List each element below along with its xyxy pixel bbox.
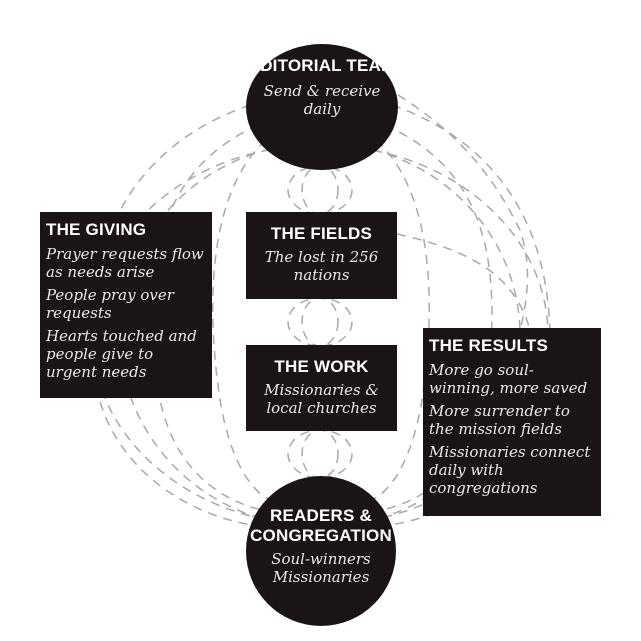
connector-center-loop-4 bbox=[301, 297, 339, 347]
readers-subtitle: Soul-winners Missionaries bbox=[271, 550, 371, 586]
readers-title: READERS & CONGREGATION bbox=[250, 506, 392, 545]
results-item: More surrender to the mission fields bbox=[429, 402, 570, 438]
connector-center-loop-2 bbox=[301, 165, 339, 215]
node-the-work: THE WORK Missionaries & local churches bbox=[246, 345, 397, 431]
connector-editorial-results bbox=[397, 94, 529, 331]
results-item: More go soul-winning, more saved bbox=[429, 361, 588, 397]
giving-title: THE GIVING bbox=[46, 220, 147, 239]
fields-subtitle: The lost in 256 nations bbox=[264, 248, 379, 284]
connector-left-arc-3 bbox=[211, 139, 271, 501]
connector-fields-results bbox=[396, 233, 531, 331]
giving-item: Prayer requests flow as needs arise bbox=[46, 245, 204, 281]
connector-center-loop-6 bbox=[301, 429, 339, 479]
node-readers-congregation: READERS & CONGREGATION Soul-winners Miss… bbox=[246, 476, 396, 626]
connector-right-arc-2 bbox=[381, 124, 493, 511]
editorial-subtitle: Send & receive daily bbox=[263, 82, 381, 118]
work-title: THE WORK bbox=[274, 357, 369, 376]
results-title: THE RESULTS bbox=[429, 336, 549, 355]
results-item: Missionaries connect daily with congrega… bbox=[429, 443, 591, 497]
giving-item: People pray over requests bbox=[46, 286, 174, 322]
connector-right-arc-3 bbox=[371, 139, 431, 501]
giving-item: Hearts touched and people give to urgent… bbox=[46, 327, 197, 381]
node-the-results: THE RESULTS More go soul-winning, more s… bbox=[423, 328, 601, 516]
fields-title: THE FIELDS bbox=[270, 224, 373, 243]
connector-center-loop-5 bbox=[287, 429, 353, 479]
node-the-fields: THE FIELDS The lost in 256 nations bbox=[246, 212, 397, 299]
editorial-title: EDITORIAL TEAM bbox=[248, 56, 396, 75]
work-subtitle: Missionaries & local churches bbox=[264, 381, 379, 417]
node-editorial-team: EDITORIAL TEAM Send & receive daily bbox=[246, 44, 398, 170]
connector-center-loop-1 bbox=[287, 165, 353, 215]
node-the-giving: THE GIVING Prayer requests flow as needs… bbox=[40, 212, 212, 398]
connector-center-loop-3 bbox=[287, 297, 353, 347]
